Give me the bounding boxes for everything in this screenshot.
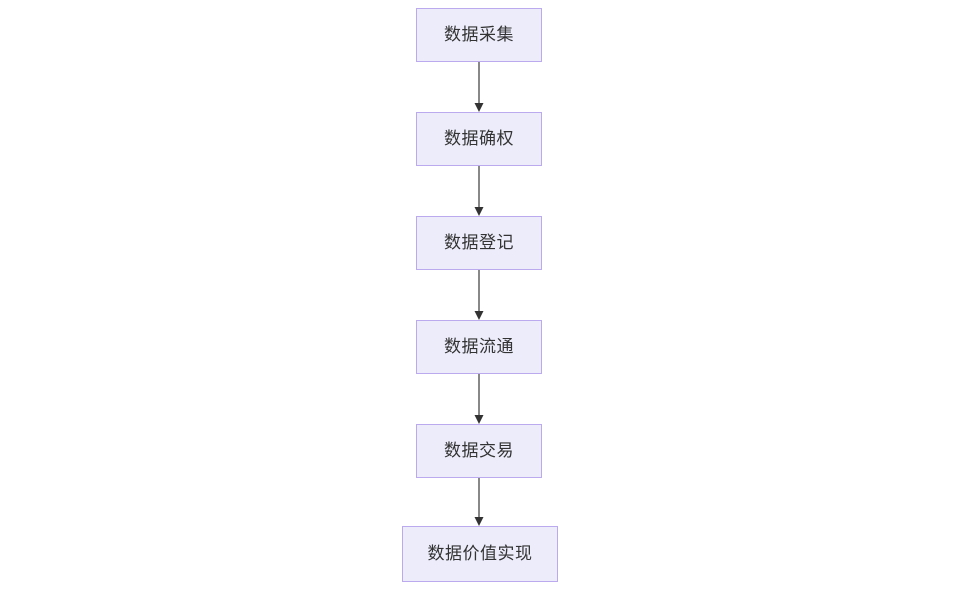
edge-arrowhead-2 [474,207,484,216]
flow-node-3-label: 数据登记 [444,232,514,253]
flow-node-6-label: 数据价值实现 [427,543,533,564]
flow-node-5-label: 数据交易 [444,440,514,461]
flow-node-2-label: 数据确权 [444,128,514,149]
flow-node-5[interactable]: 数据交易 [416,424,542,478]
flow-node-3[interactable]: 数据登记 [416,216,542,270]
flow-node-4-label: 数据流通 [444,336,514,357]
edge-arrowhead-4 [474,415,484,424]
edge-arrowhead-1 [474,103,484,112]
flow-node-6[interactable]: 数据价值实现 [402,526,558,582]
flow-node-1-label: 数据采集 [444,24,514,45]
edge-arrowhead-5 [474,517,484,526]
edge-arrowhead-3 [474,311,484,320]
flow-node-4[interactable]: 数据流通 [416,320,542,374]
flow-node-2[interactable]: 数据确权 [416,112,542,166]
flow-node-1[interactable]: 数据采集 [416,8,542,62]
